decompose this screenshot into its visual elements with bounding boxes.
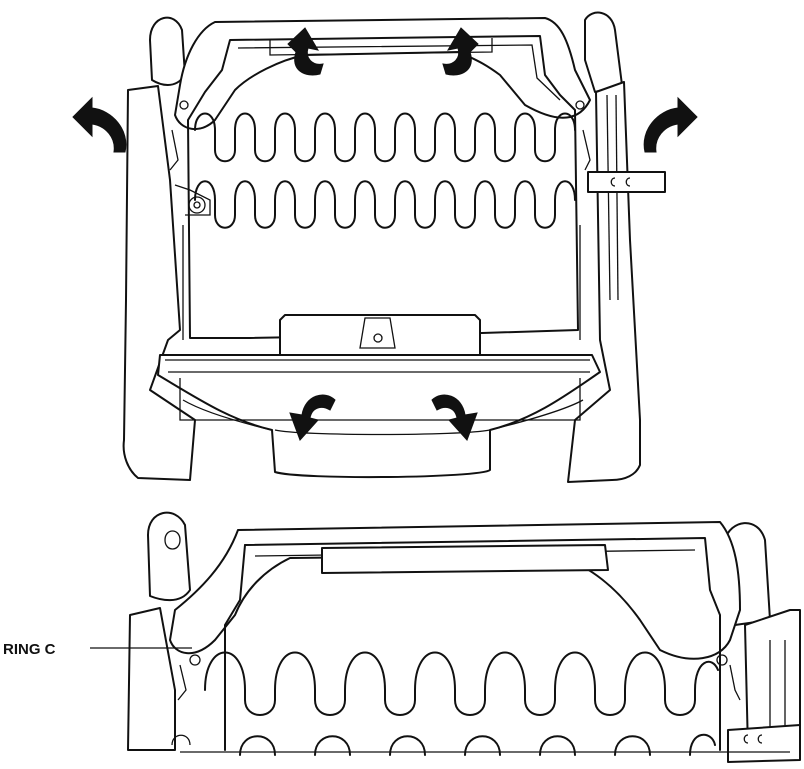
inner-seat-frame: [244, 537, 721, 751]
seat-cushion-front: [157, 354, 601, 479]
curved-arrow-icon: [442, 27, 479, 76]
left-frame-body: [122, 85, 196, 481]
ring-c-label: RING C: [3, 641, 56, 658]
ring-c-clip: [189, 654, 201, 666]
upper-seat-frame-view: [72, 11, 698, 483]
curved-arrow-icon: [287, 27, 324, 76]
curved-arrow-icon: [72, 96, 127, 153]
upper-spring-row-1: [194, 112, 576, 163]
left-side-bolster: [147, 511, 191, 602]
curved-arrow-icon: [643, 96, 698, 153]
curved-arrow-icon: [431, 394, 478, 441]
lower-seat-frame-view: RING C: [3, 511, 801, 763]
upper-spring-row-2: [194, 180, 576, 229]
lower-spring-row-2: [239, 733, 716, 756]
seat-cover-top: [174, 17, 591, 130]
left-side-bolster: [149, 16, 186, 86]
right-side-bolster: [584, 11, 623, 93]
curved-arrow-icon: [289, 394, 336, 441]
lower-spring-row-1: [204, 651, 719, 716]
right-frame-body: [567, 81, 641, 483]
